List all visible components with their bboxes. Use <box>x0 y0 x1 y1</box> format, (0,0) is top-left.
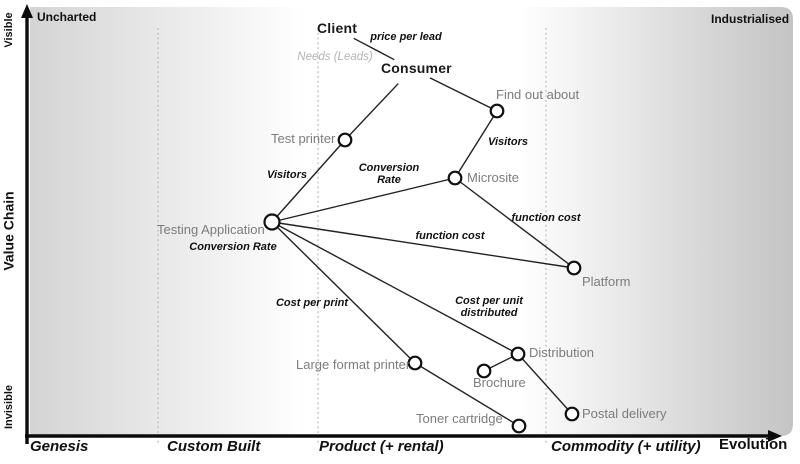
edge-testing_application-large_format_printer <box>271 221 416 364</box>
x-axis-arrow-icon <box>768 430 782 442</box>
node-label-toner-cartridge: Toner cartridge <box>416 411 503 426</box>
node-label-large-format-printer: Large format printer <box>296 357 411 372</box>
node-label-distribution: Distribution <box>529 345 595 360</box>
node-label-testing-application: Testing Application <box>157 222 265 237</box>
flow-label-price-per-lead: price per lead <box>370 31 442 43</box>
flow-label-cost-per-unit: Cost per unit distributed <box>455 295 523 319</box>
edge-find_out_about-microsite <box>454 110 498 179</box>
node-test-printer <box>337 132 353 148</box>
node-toner-cartridge <box>511 418 527 434</box>
node-find-out-about <box>489 103 505 119</box>
node-label-find-out-about: Find out about <box>496 87 580 102</box>
node-label-microsite: Microsite <box>467 170 520 185</box>
node-postal-delivery <box>564 406 580 422</box>
flow-label-visitors-left: Visitors <box>267 169 307 181</box>
flow-label-cost-per-print: Cost per print <box>275 297 349 309</box>
edge-test_printer-testing_application <box>271 139 346 223</box>
edge-microsite-testing_application <box>271 177 456 223</box>
flow-label-function-cost-lower: function cost <box>415 230 485 242</box>
node-large-format-printer <box>407 355 423 371</box>
node-label-consumer: Consumer <box>381 60 452 76</box>
node-microsite <box>447 170 463 186</box>
label-industrialised: Industrialised <box>711 12 790 26</box>
x-axis-title: Evolution <box>719 436 788 453</box>
node-label-postal-delivery: Postal delivery <box>582 406 667 421</box>
graph-layer <box>263 37 582 434</box>
edge-large_format_printer-toner_cartridge <box>414 362 520 427</box>
node-label-client: Client <box>317 20 358 36</box>
edge-testing_application-distribution <box>271 221 519 355</box>
flow-label-visitors-right: Visitors <box>488 136 528 148</box>
node-label-test-printer: Test printer <box>271 131 336 146</box>
edge-distribution-postal_delivery <box>517 353 573 415</box>
node-platform <box>566 260 582 276</box>
node-label-brochure: Brochure <box>473 375 526 390</box>
node-label-platform: Platform <box>582 274 631 289</box>
edge-consumer-find_out_about <box>429 77 498 112</box>
node-distribution <box>510 346 526 362</box>
edge-consumer-test_printer <box>344 83 399 141</box>
flow-label-function-cost-upper: function cost <box>511 212 581 224</box>
stage-custom-built: Custom Built <box>167 438 261 455</box>
node-testing-application <box>263 213 281 231</box>
y-axis-arrow-icon <box>21 4 33 18</box>
edge-testing_application-platform <box>271 221 575 269</box>
y-axis-visible-label: Visible <box>3 12 16 48</box>
flow-label-conversion-rate-top: Conversion Rate <box>358 162 420 186</box>
flow-label-conversion-rate-bottom: Conversion Rate <box>189 241 277 253</box>
flow-label-needs-leads: Needs (Leads) <box>297 51 373 63</box>
label-uncharted: Uncharted <box>37 10 97 24</box>
node-brochure <box>476 363 492 379</box>
stage-product: Product (+ rental) <box>319 438 444 455</box>
y-axis-title: Value Chain <box>0 191 17 271</box>
map-background-gradient <box>30 7 793 436</box>
y-axis-invisible-label: Invisible <box>3 384 16 430</box>
edge-microsite-platform <box>454 177 575 269</box>
stage-genesis: Genesis <box>30 438 89 455</box>
edge-client-consumer <box>353 37 395 61</box>
stage-commodity: Commodity (+ utility) <box>551 438 701 455</box>
